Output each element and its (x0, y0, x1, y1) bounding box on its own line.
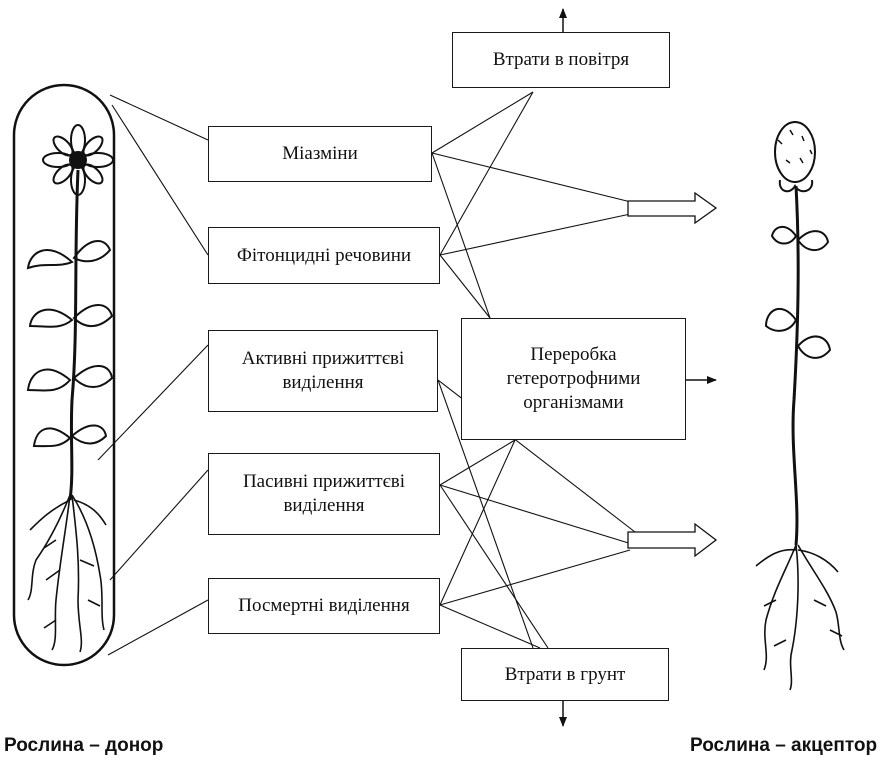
passive-lifetime-label: Пасивні прижиттєві виділення (215, 470, 433, 518)
miasmins-label: Міазміни (282, 142, 357, 166)
donor-plant-illustration (14, 85, 114, 665)
hollow-arrow-upper-icon (628, 193, 716, 223)
hollow-arrow-lower-icon (628, 524, 716, 556)
passive-lifetime-box: Пасивні прижиттєві виділення (208, 453, 440, 535)
losses-soil-label: Втрати в грунт (505, 663, 626, 687)
acceptor-flower-icon (775, 122, 815, 191)
losses-soil-box: Втрати в грунт (461, 648, 669, 701)
phytoncides-label: Фітонцидні речовини (237, 244, 411, 268)
losses-air-box: Втрати в повітря (452, 32, 670, 88)
processing-box: Переробка гетеротрофними організмами (461, 318, 686, 440)
losses-air-label: Втрати в повітря (493, 48, 629, 72)
miasmins-box: Міазміни (208, 126, 432, 182)
processing-label: Переробка гетеротрофними організмами (468, 343, 679, 414)
postmortem-label: Посмертні виділення (238, 594, 409, 618)
active-lifetime-label: Активні прижиттєві виділення (215, 347, 431, 395)
acceptor-plant-illustration (756, 122, 844, 690)
donor-caption: Рослина – донор (4, 735, 163, 757)
active-lifetime-box: Активні прижиттєві виділення (208, 330, 438, 412)
acceptor-caption: Рослина – акцептор (690, 735, 877, 757)
phytoncides-box: Фітонцидні речовини (208, 227, 440, 284)
postmortem-box: Посмертні виділення (208, 578, 440, 634)
